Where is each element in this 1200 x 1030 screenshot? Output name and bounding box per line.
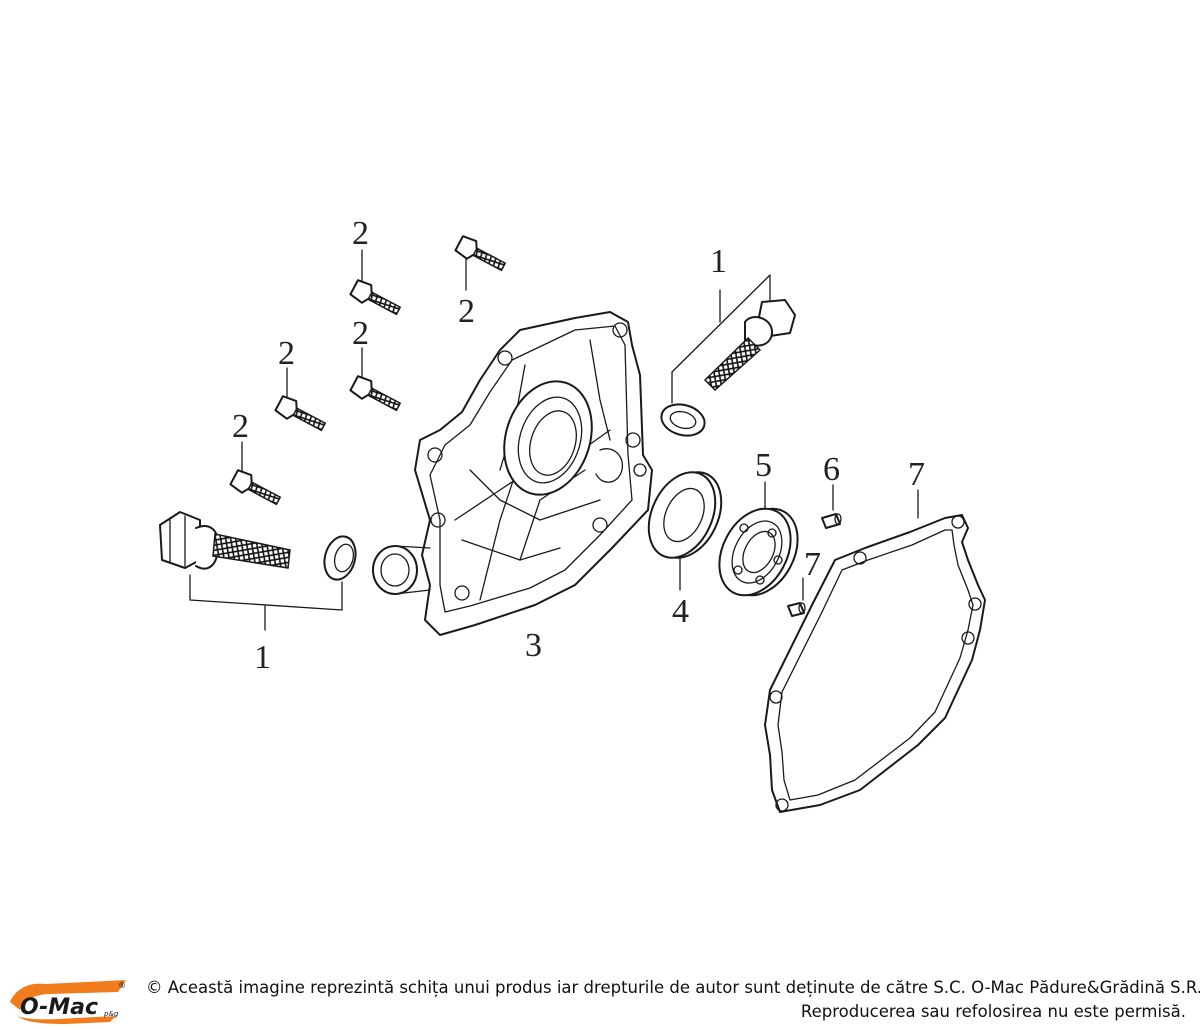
bolt-2-e [229, 469, 282, 506]
dowel-pin-6 [821, 513, 842, 529]
bolt-2-a [349, 279, 402, 316]
oil-seal-left [323, 535, 357, 581]
callout-2-c: 2 [352, 315, 369, 352]
callout-5: 5 [755, 447, 772, 484]
copyright-line-1: © Această imagine reprezintă schița unui… [146, 978, 1200, 997]
callout-2-e: 2 [232, 408, 249, 445]
callout-6: 6 [823, 451, 840, 488]
leader-1-left [189, 574, 343, 631]
exploded-parts-diagram: 1 1 2 2 2 2 2 3 4 5 6 7 7 [159, 215, 986, 813]
footer: O-Mac p&g ® © Această imagine reprezintă… [0, 966, 1200, 1030]
copyright-line-2: Reproducerea sau refolosirea nu este per… [800, 1002, 1186, 1021]
copyright-notice: © Această imagine reprezintă schița unui… [146, 976, 1200, 1024]
ball-bearing-5 [718, 507, 799, 597]
omac-logo: O-Mac p&g ® [10, 980, 126, 1024]
dipstick-right [703, 299, 796, 392]
callout-1-right: 1 [710, 243, 727, 280]
callout-2-b: 2 [458, 293, 475, 330]
bolt-2-d [274, 395, 327, 432]
oil-seal-4 [647, 471, 723, 559]
logo-swoosh-lower [18, 1016, 116, 1024]
logo-registered-mark: ® [118, 981, 126, 990]
callout-1-left: 1 [254, 639, 271, 676]
logo-swoosh [10, 980, 126, 1010]
callout-7-gasket: 7 [908, 456, 925, 493]
crankcase-cover [372, 311, 653, 636]
callout-2-a: 2 [352, 215, 369, 252]
callout-7-pin: 7 [804, 546, 821, 583]
bolt-2-b [454, 235, 507, 272]
callout-4: 4 [672, 593, 689, 630]
bolt-2-c [349, 375, 402, 412]
dowel-pin-7 [787, 602, 806, 617]
dipstick-left [159, 511, 291, 570]
crankcase-gasket-7 [764, 514, 986, 813]
oil-seal-right [660, 403, 706, 437]
logo-wordmark: O-Mac [20, 995, 98, 1020]
callout-2-d: 2 [278, 335, 295, 372]
logo-subtext: p&g [103, 1010, 119, 1018]
leader-1-right [671, 274, 771, 404]
callout-3: 3 [525, 627, 542, 664]
